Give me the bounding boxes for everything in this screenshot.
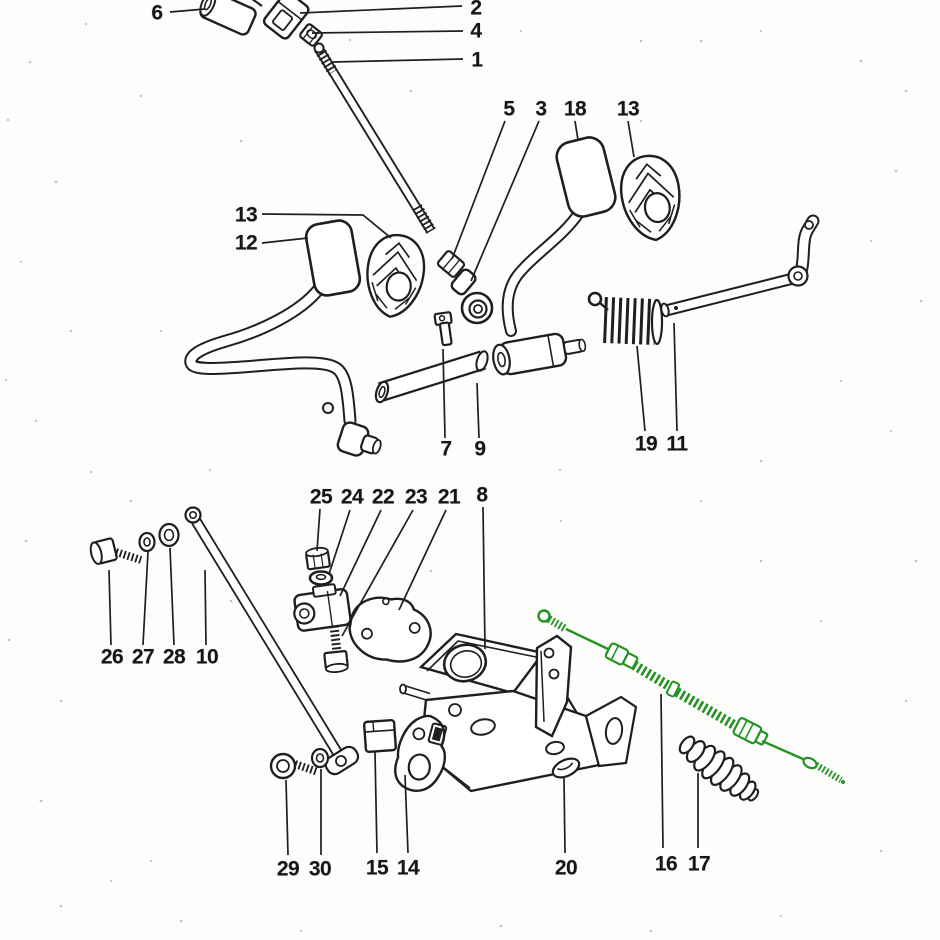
callout-15: 15 [365,856,389,880]
part-26-bolt [89,537,143,565]
callout-28: 28 [162,645,186,669]
callout-24: 24 [340,485,364,509]
leader-23 [341,509,414,637]
leader-29 [285,779,289,856]
part-6-sleeve [199,0,257,36]
callout-25: 25 [309,485,333,509]
leader-26 [108,569,112,646]
part-1-pushrod [313,42,436,234]
part-18-pedal-pad [555,136,617,218]
callout-26: 26 [100,645,124,669]
callout-1: 1 [471,48,483,72]
callout-8: 8 [476,483,488,507]
part-20-clip [551,757,581,779]
leader-16 [660,693,664,849]
part-7-clip [433,311,453,347]
callout-6: 6 [151,1,163,25]
leader-22 [339,509,382,597]
leader-9 [476,382,480,439]
callout-22: 22 [371,485,395,509]
callout-20: 20 [554,856,578,880]
part-30-washer [310,747,330,769]
scan-noise [4,22,923,933]
callout-19: 19 [634,432,658,456]
part-17-boot [678,735,760,802]
part-14-flange [394,714,448,792]
part-25-nut [305,546,331,571]
part-3-rod-end [450,268,494,325]
leader-24 [328,509,351,575]
part-2-fork [251,0,310,40]
leader-7 [442,348,446,439]
clutch-pedal-arm [184,283,382,457]
leader-14 [404,774,409,854]
leader-28 [169,547,175,646]
leader-2 [299,5,463,14]
leader-8 [482,506,486,650]
leader-1 [332,58,464,63]
part-10-rod [184,506,360,776]
leader-13-left [261,213,392,239]
callout-5: 5 [503,97,515,121]
callout-17: 17 [687,852,711,876]
leader-27 [142,551,149,646]
leader-4 [311,30,464,34]
leader-12 [261,237,309,244]
leader-18 [574,120,579,141]
callout-11: 11 [666,432,688,456]
callout-23: 23 [404,485,428,509]
leader-21 [398,509,447,611]
leader-6 [169,8,206,13]
part-9-tube [374,350,489,404]
part-24-washer [308,570,334,586]
part-13-rubber-pad-right [615,151,687,245]
callout-2: 2 [470,0,482,20]
callout-3: 3 [535,97,547,121]
leader-5 [451,120,506,260]
callout-16: 16 [654,852,678,876]
part-19-spring [587,291,664,346]
callout-9: 9 [474,437,486,461]
callout-30: 30 [308,857,332,881]
callout-14: 14 [396,856,420,880]
part-28-washer [158,522,180,548]
callout-13-left: 13 [234,203,258,227]
leader-lines [108,5,699,856]
callout-21: 21 [437,485,461,509]
leader-19 [636,345,646,432]
brake-pedal-arm [492,207,587,376]
leader-13-right [627,120,635,158]
callout-10: 10 [195,645,219,669]
leader-20 [563,777,566,854]
part-29-bolt [269,752,320,780]
part-27-lock-washer [138,531,156,553]
leader-10 [204,569,207,646]
part-11-shaft-lever [660,214,820,318]
callout-13-right: 13 [616,97,640,121]
callout-7: 7 [440,437,452,461]
callout-29: 29 [276,857,300,881]
part-13-rubber-pad-left [360,230,430,322]
leader-25 [316,508,321,552]
leader-15 [374,751,378,854]
callout-27: 27 [131,645,155,669]
part-22-barrel [293,583,352,632]
callout-18: 18 [563,97,587,121]
part-8-bracket [399,632,638,793]
leader-3 [470,120,540,282]
callout-4: 4 [470,19,482,43]
leader-11 [673,322,678,432]
part-15-block [362,718,398,754]
callout-12: 12 [234,231,258,255]
part-12-pedal-pad [304,219,362,297]
part-23-bolt [323,625,349,673]
part-21-plate [348,596,432,663]
part-16-cable-highlighted [537,609,845,784]
